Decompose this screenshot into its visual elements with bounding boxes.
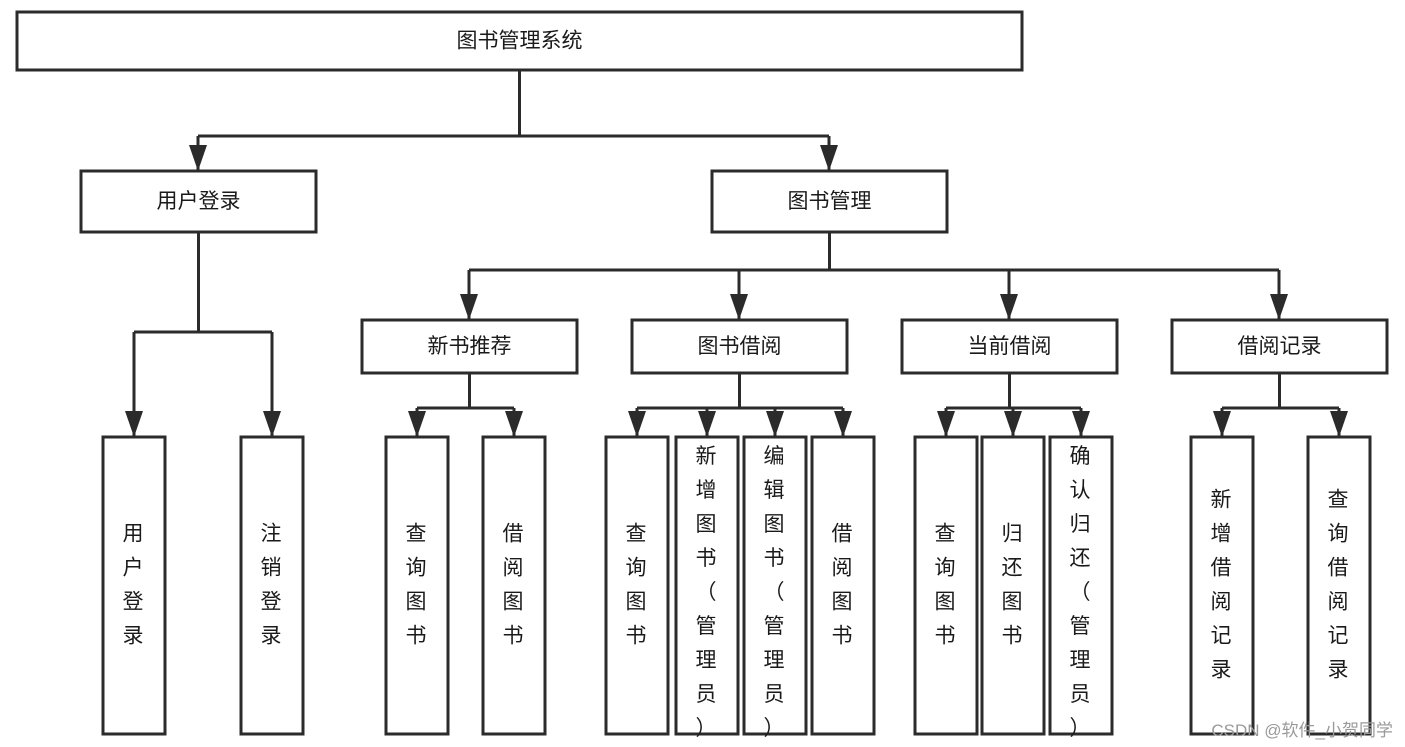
connector-arrow-icon [125,411,143,437]
node-box[interactable] [1048,435,1114,736]
node-leaf-current-return-book[interactable]: 归还图书 [980,435,1046,736]
connector-arrow-icon [189,145,207,171]
connector-arrow-icon [1004,411,1022,437]
node-label: 查询借阅记录 [1328,488,1351,681]
node-label: 用户登录 [157,190,241,213]
node-box[interactable] [384,435,450,736]
connector-arrow-icon [460,294,478,320]
connector-arrow-icon [1072,411,1090,437]
node-box[interactable] [913,435,979,736]
node-label: 新书推荐 [428,335,512,358]
node-box[interactable] [15,10,1024,72]
node-box[interactable] [1170,318,1389,375]
node-box[interactable] [900,318,1119,375]
connector-borrow-record-bus [1213,373,1348,437]
node-label: 用户登录 [123,522,146,647]
node-leaf-current-confirm-return[interactable]: 确认归还（管理员） [1048,435,1114,740]
connector-arrow-icon [766,411,784,437]
connector-book-management-bus [460,232,1288,320]
node-label: 查询图书 [935,522,958,647]
node-box[interactable] [1189,435,1255,736]
node-box[interactable] [481,435,547,736]
connector-book-borrow-bus [628,373,852,437]
node-label: 归还图书 [1002,522,1025,647]
node-label: 查询图书 [626,522,649,647]
node-label: 查询图书 [406,522,429,647]
connector-arrow-icon [698,411,716,437]
connector-arrow-icon [820,145,838,171]
node-label: 新增借阅记录 [1211,488,1234,681]
connector-arrow-icon [505,411,523,437]
connector-arrow-icon [1270,294,1288,320]
connector-arrow-icon [1000,294,1018,320]
node-box[interactable] [674,435,740,736]
node-layer: 图书管理系统用户登录图书管理新书推荐图书借阅当前借阅借阅记录用户登录注销登录查询… [15,10,1389,740]
node-box[interactable] [604,435,670,736]
node-leaf-record-query[interactable]: 查询借阅记录 [1306,435,1372,736]
node-leaf-recommend-borrow-book[interactable]: 借阅图书 [481,435,547,736]
connector-arrow-icon [408,411,426,437]
node-leaf-user-login[interactable]: 用户登录 [101,435,167,736]
node-label: 图书借阅 [698,335,782,358]
node-box[interactable] [980,435,1046,736]
connector-arrow-icon [834,411,852,437]
node-box[interactable] [1306,435,1372,736]
connector-arrow-icon [263,411,281,437]
node-leaf-borrow-add-book[interactable]: 新增图书（管理员） [674,435,740,740]
node-box[interactable] [810,435,876,736]
connector-arrow-icon [1213,411,1231,437]
node-label: 新增图书（管理员） [696,445,719,740]
connector-arrow-icon [730,294,748,320]
node-new-book-recommend[interactable]: 新书推荐 [360,318,579,375]
node-label: 确认归还（管理员） [1070,445,1093,740]
node-box[interactable] [239,435,305,736]
node-box[interactable] [630,318,849,375]
node-leaf-borrow-borrow-book[interactable]: 借阅图书 [810,435,876,736]
connector-user-login-bus [125,232,281,437]
node-label: 当前借阅 [968,335,1052,358]
node-leaf-borrow-edit-book[interactable]: 编辑图书（管理员） [742,435,808,740]
node-label: 借阅图书 [503,522,526,647]
node-leaf-user-logout[interactable]: 注销登录 [239,435,305,736]
node-user-login[interactable]: 用户登录 [79,169,318,234]
connector-new-book-recommend-bus [408,373,523,437]
connector-layer [125,70,1348,437]
node-leaf-record-add[interactable]: 新增借阅记录 [1189,435,1255,736]
connector-arrow-icon [628,411,646,437]
node-leaf-borrow-query-book[interactable]: 查询图书 [604,435,670,736]
node-leaf-recommend-query-book[interactable]: 查询图书 [384,435,450,736]
node-label: 借阅记录 [1238,335,1322,358]
connector-arrow-icon [1330,411,1348,437]
node-label: 注销登录 [261,522,284,647]
connector-current-borrow-bus [937,373,1090,437]
node-box[interactable] [101,435,167,736]
node-book-borrow[interactable]: 图书借阅 [630,318,849,375]
node-leaf-current-query-book[interactable]: 查询图书 [913,435,979,736]
node-label: 图书管理 [788,190,872,213]
node-label: 借阅图书 [832,522,855,647]
node-label: 图书管理系统 [457,30,583,53]
connector-arrow-icon [937,411,955,437]
node-root[interactable]: 图书管理系统 [15,10,1024,72]
node-box[interactable] [360,318,579,375]
node-label: 编辑图书（管理员） [764,445,787,740]
node-box[interactable] [742,435,808,736]
node-box[interactable] [79,169,318,234]
node-book-management[interactable]: 图书管理 [710,169,949,234]
node-current-borrow[interactable]: 当前借阅 [900,318,1119,375]
node-box[interactable] [710,169,949,234]
connector-root-bus [189,70,838,171]
node-borrow-record[interactable]: 借阅记录 [1170,318,1389,375]
